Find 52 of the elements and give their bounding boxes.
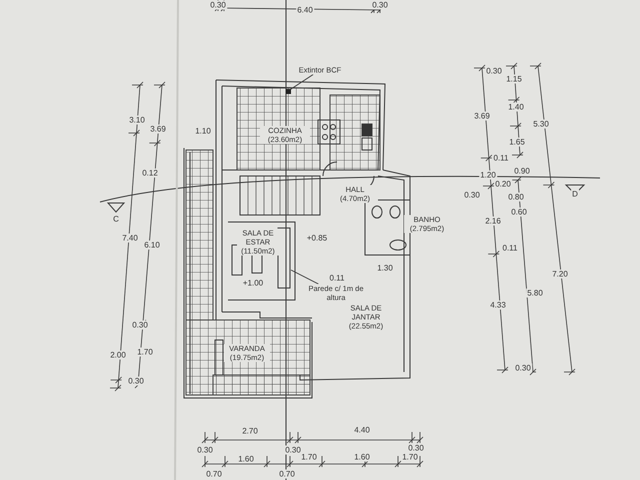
dimension-label: 0.30 (127, 376, 145, 386)
dimension-label: 0.30 (407, 444, 425, 452)
dimension-label: 1.70 (136, 348, 154, 356)
dimension-label: 2.16 (484, 216, 502, 226)
dimension-label: 6.10 (143, 240, 161, 250)
dimension-label: 0.30 (131, 320, 149, 330)
dimension-label: 3.69 (473, 112, 491, 120)
dimension-label: 4.40 (353, 426, 371, 434)
dimension-label: 0.11 (502, 244, 518, 252)
dimension-label: 1.30 (376, 264, 394, 272)
dimension-label: 0.70 (278, 470, 296, 478)
leader-line (290, 74, 314, 90)
dimension-label: 0.30 (463, 190, 481, 200)
dimension-label: 6.40 (296, 6, 314, 14)
dimension-label: 0.30 (371, 0, 389, 10)
dimension-label: 0.20 (494, 180, 512, 188)
dimension-label: 0.11 (492, 154, 510, 162)
dimension-label: 4.33 (489, 300, 507, 310)
dimension-label: 1.20 (479, 170, 497, 180)
dimension-label: 1.60 (237, 454, 255, 464)
dimension-label: 0.30 (284, 446, 302, 454)
dimension-label: 0.12 (141, 168, 159, 178)
dimension-label: 0.30 (196, 446, 214, 454)
dimension-label: 0.80 (507, 192, 525, 202)
dimension-label: 5.80 (526, 288, 544, 298)
extinguisher-mark (286, 88, 290, 94)
section-mark: C (112, 214, 120, 224)
dimension-label: 1.40 (507, 102, 525, 112)
dimension-label: +0.85 (306, 234, 328, 242)
dimension-label: 2.70 (241, 426, 259, 436)
dimension-label: 0.11 (328, 274, 346, 282)
dimension-label: 2.00 (109, 350, 127, 360)
section-mark: D (571, 190, 579, 198)
dimension-label: 3.69 (149, 124, 167, 134)
dimension-label: +1.00 (242, 278, 264, 288)
dimension-label: 5.30 (532, 120, 550, 128)
dimension-label: 0.30 (485, 66, 503, 76)
dimension-label: 3.10 (128, 116, 146, 124)
dimension-label: 0.30 (514, 364, 532, 372)
dimension-label: 0.30 (209, 0, 227, 10)
dimension-label: 0.70 (205, 470, 223, 478)
leader-line (290, 270, 319, 284)
dimension-label: 1.65 (508, 138, 526, 146)
dimension-label: 1.70 (401, 452, 419, 462)
dimension-label: 1.15 (505, 74, 523, 84)
dimension-label: 0.90 (513, 166, 531, 176)
dimension-label: 7.40 (121, 234, 139, 242)
dimension-label: 1.70 (300, 452, 318, 462)
dimension-label: 1.10 (194, 126, 212, 136)
dimension-label: 7.20 (551, 270, 569, 278)
dimension-label: 0.60 (510, 208, 528, 216)
dimension-label: 1.60 (353, 452, 371, 462)
